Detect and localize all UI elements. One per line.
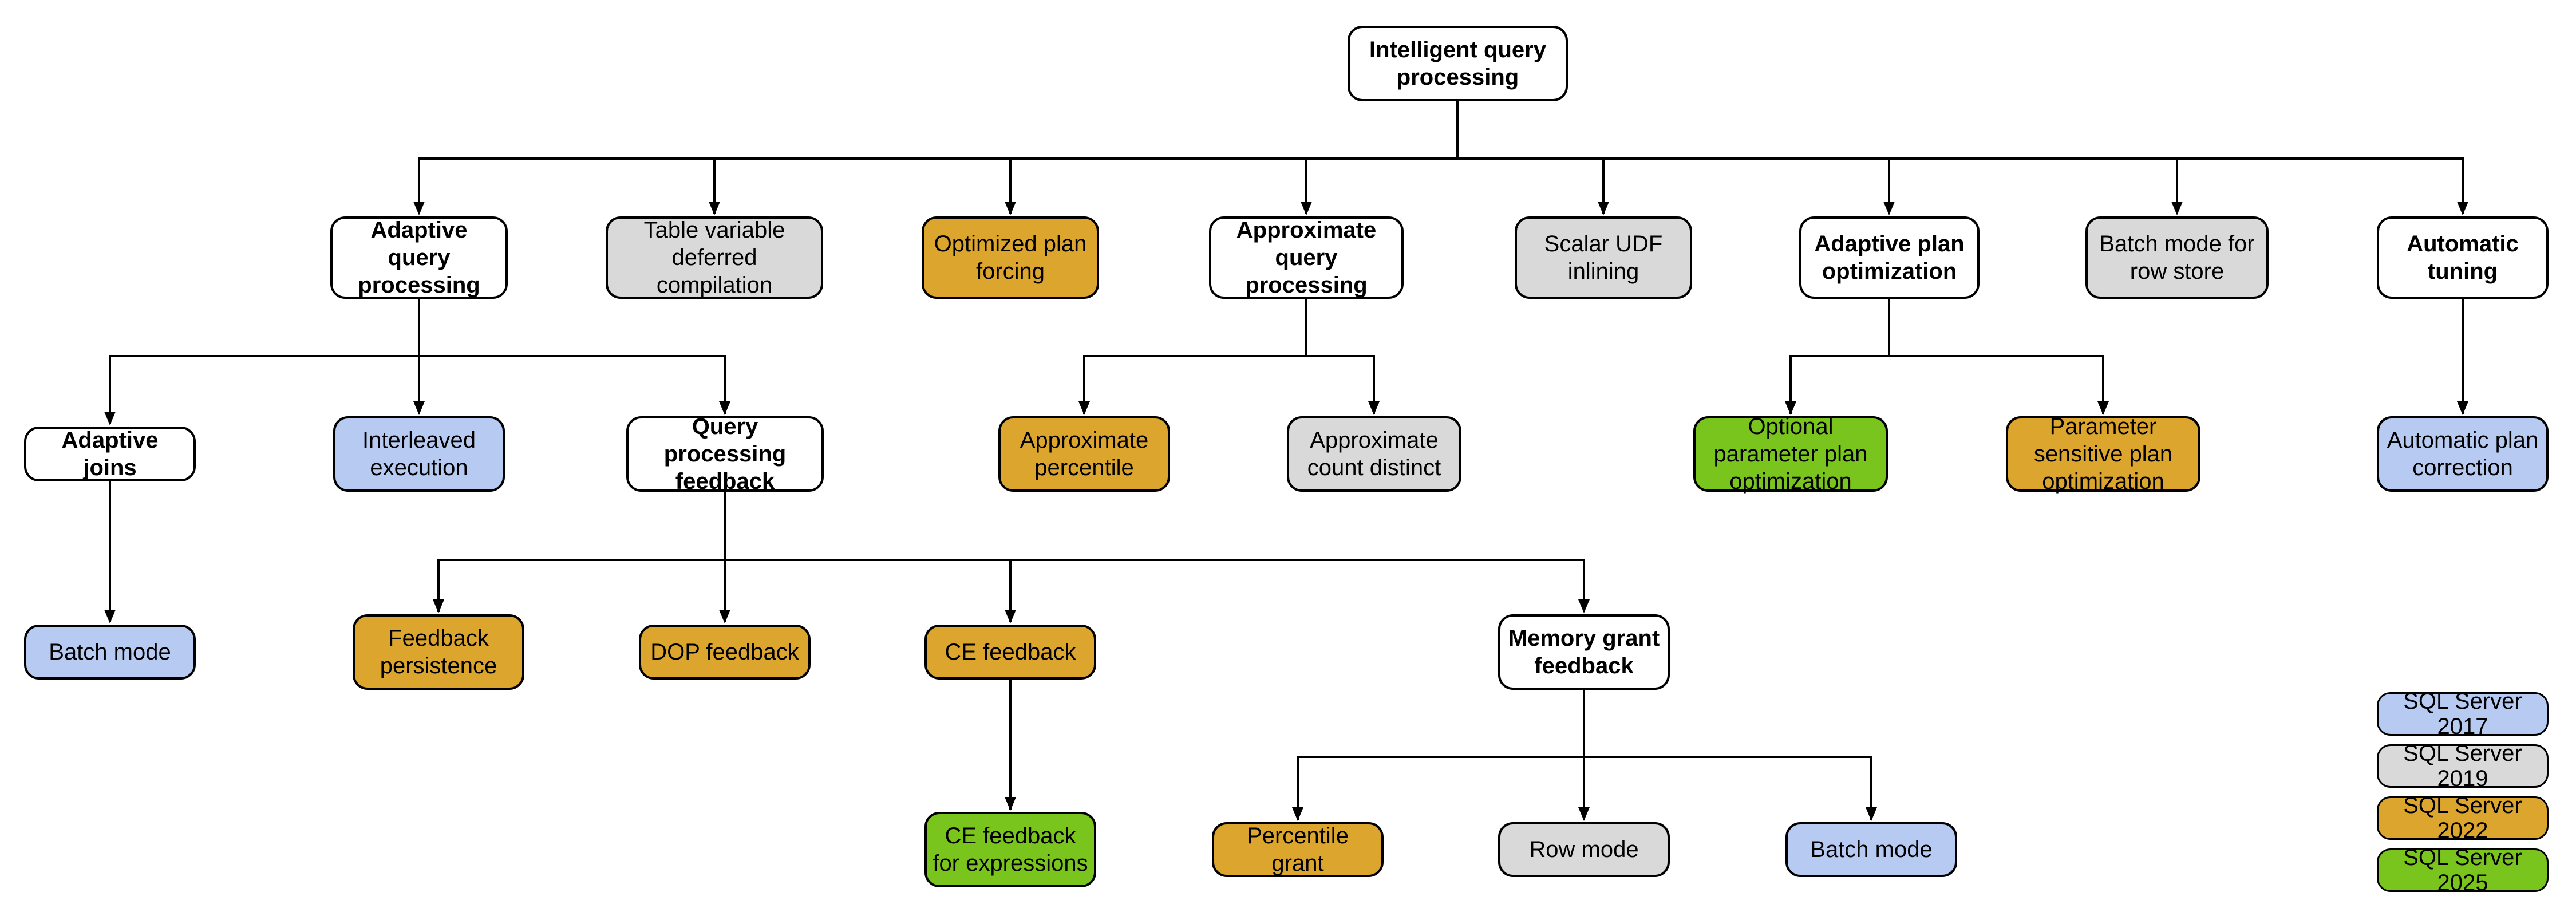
node-label: Approximate query processing [1236,218,1377,298]
legend-item-sql-server-2017: SQL Server 2017 [2377,689,2549,739]
node-table-variable-deferred-compilation: Table variable deferred compilation [606,216,823,299]
node-label: Scalar UDF inlining [1544,231,1663,284]
node-approximate-percentile: Approximate percentile [998,416,1170,492]
legend-item-sql-server-2022: SQL Server 2022 [2377,793,2549,843]
node-label: Memory grant feedback [1508,626,1660,678]
node-interleaved-execution: Interleaved execution [333,416,505,492]
node-query-processing-feedback: Query processing feedback [626,414,824,494]
node-adaptive-joins: Adaptive joins [24,427,196,481]
node-label: Interleaved execution [362,428,476,480]
legend-item-sql-server-2025: SQL Server 2025 [2377,845,2549,895]
node-label: Percentile grant [1247,823,1349,876]
node-intelligent-query-processing: Intelligent query processing [1348,26,1568,101]
node-batch-mode-for-row-store: Batch mode for row store [2085,216,2269,299]
legend-label: SQL Server 2025 [2403,845,2522,895]
node-automatic-plan-correction: Automatic plan correction [2377,416,2549,492]
node-label: Automatic tuning [2407,231,2519,284]
node-batch-mode-adaptive-joins: Batch mode [24,625,196,680]
node-label: Table variable deferred compilation [643,218,785,298]
node-label: Optimized plan forcing [934,231,1087,284]
legend-label: SQL Server 2017 [2403,689,2522,739]
node-label: Batch mode for row store [2099,231,2255,284]
node-adaptive-query-processing: Adaptive query processing [330,216,508,299]
node-ce-feedback: CE feedback [924,625,1096,680]
node-label: Intelligent query processing [1369,37,1546,90]
node-label: Batch mode [49,639,171,665]
node-label: Optional parameter plan optimization [1713,414,1868,494]
legend-label: SQL Server 2022 [2403,793,2522,843]
node-approximate-query-processing: Approximate query processing [1209,216,1404,299]
node-row-mode: Row mode [1498,822,1670,877]
node-label: Adaptive joins [61,428,159,480]
node-dop-feedback: DOP feedback [639,625,811,680]
node-label: Parameter sensitive plan optimization [2033,414,2173,494]
node-label: Automatic plan correction [2387,428,2539,480]
node-parameter-sensitive-plan-optimization: Parameter sensitive plan optimization [2006,414,2200,494]
legend-label: SQL Server 2019 [2403,741,2522,791]
node-ce-feedback-for-expressions: CE feedback for expressions [924,812,1096,887]
legend-item-sql-server-2019: SQL Server 2019 [2377,741,2549,791]
node-label: Approximate count distinct [1307,428,1441,480]
node-label: CE feedback [945,639,1076,665]
node-label: DOP feedback [650,639,799,665]
node-adaptive-plan-optimization: Adaptive plan optimization [1799,216,1980,299]
node-approximate-count-distinct: Approximate count distinct [1287,416,1461,492]
node-label: Adaptive plan optimization [1814,231,1965,284]
node-automatic-tuning: Automatic tuning [2377,216,2549,299]
node-label: Feedback persistence [380,626,497,678]
node-label: Batch mode [1810,837,1933,862]
node-batch-mode-memory-grant: Batch mode [1785,822,1957,877]
node-memory-grant-feedback: Memory grant feedback [1498,614,1670,690]
node-feedback-persistence: Feedback persistence [353,614,524,690]
node-label: Row mode [1529,837,1639,862]
node-label: CE feedback for expressions [933,823,1088,876]
node-optimized-plan-forcing: Optimized plan forcing [922,216,1099,299]
node-label: Approximate percentile [1020,428,1149,480]
node-label: Query processing feedback [663,414,787,494]
node-percentile-grant: Percentile grant [1212,822,1384,877]
node-optional-parameter-plan-optimization: Optional parameter plan optimization [1693,414,1888,494]
node-scalar-udf-inlining: Scalar UDF inlining [1515,216,1692,299]
node-label: Adaptive query processing [358,218,480,298]
